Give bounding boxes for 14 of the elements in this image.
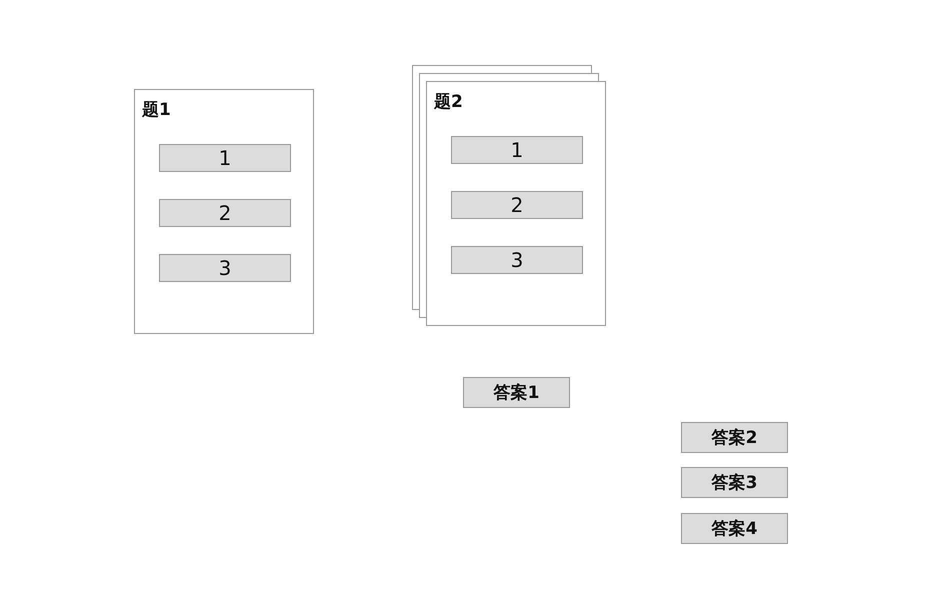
option-bar: 2 (159, 199, 291, 227)
option-bar: 2 (451, 191, 583, 219)
option-bar: 3 (451, 246, 583, 274)
card-title: 题1 (142, 99, 171, 121)
card-title: 题2 (434, 91, 463, 113)
question-card (426, 81, 606, 326)
answer-bar: 答案2 (681, 422, 788, 453)
answer-bar: 答案4 (681, 513, 788, 544)
question-card (134, 89, 314, 334)
option-bar: 3 (159, 254, 291, 282)
option-bar: 1 (159, 144, 291, 172)
answer-bar: 答案3 (681, 467, 788, 498)
option-bar: 1 (451, 136, 583, 164)
answer-bar: 答案1 (463, 377, 570, 408)
